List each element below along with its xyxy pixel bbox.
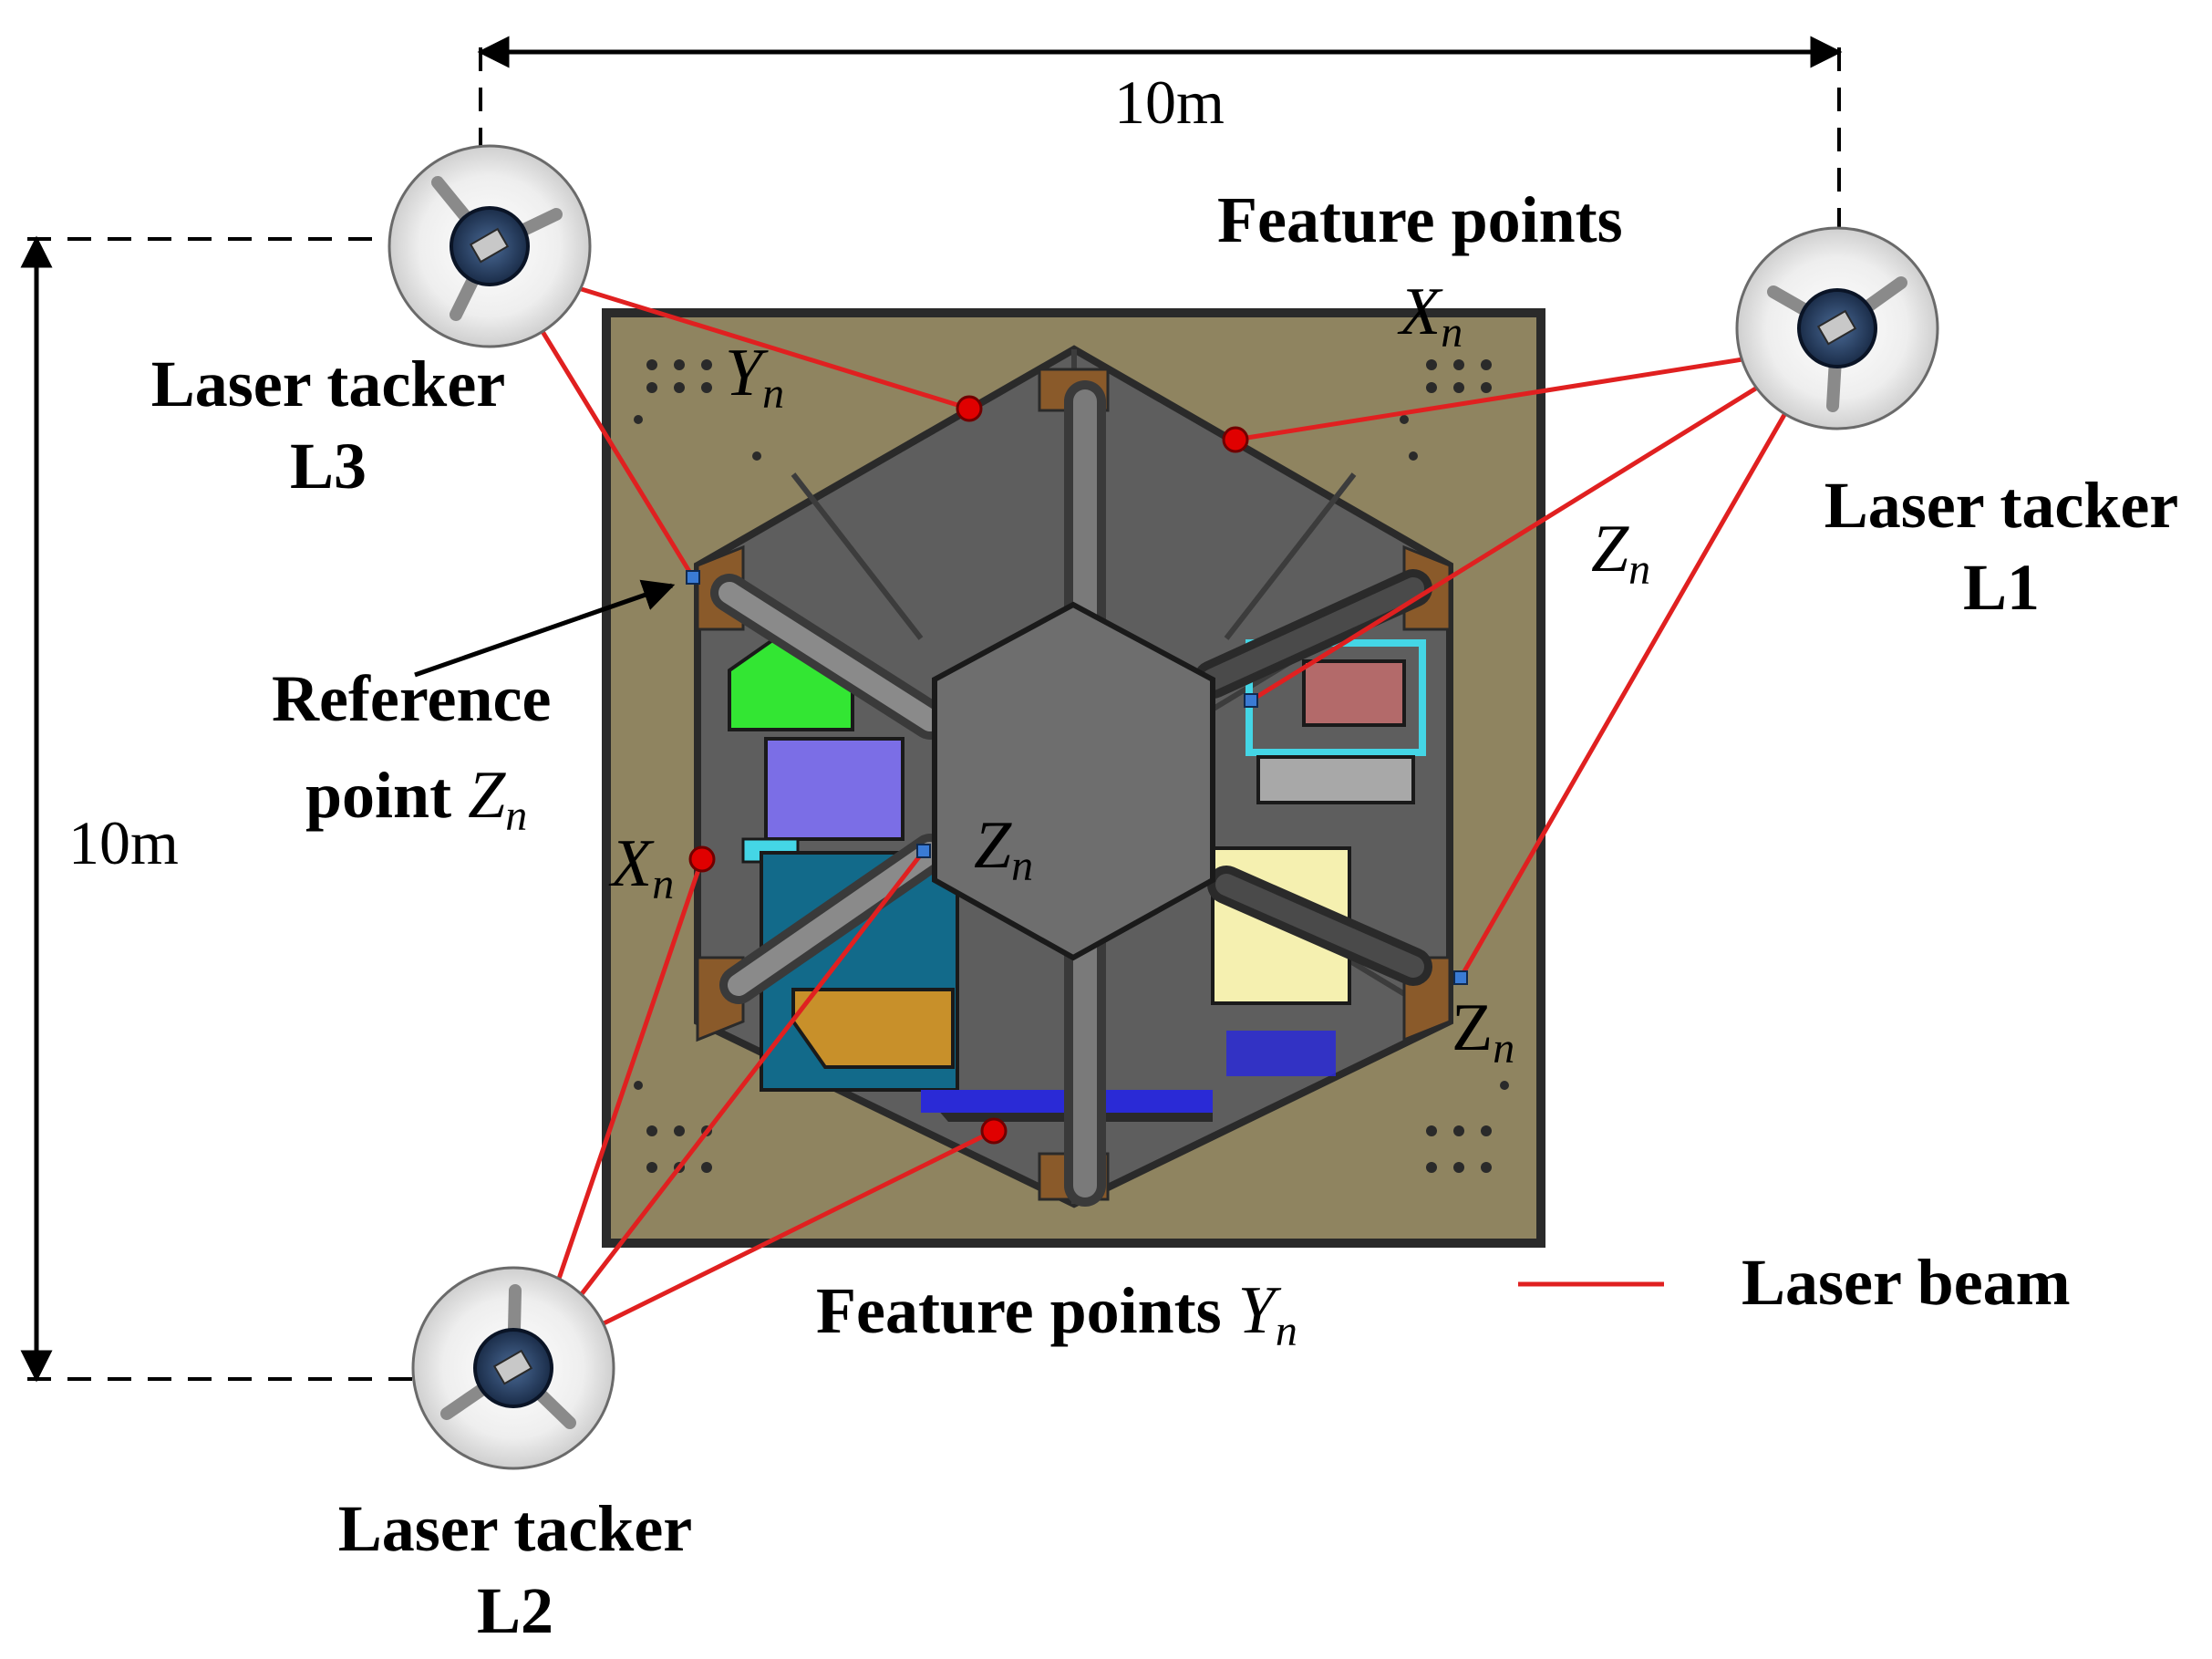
- reference-point-left: [686, 570, 700, 585]
- reference-point-label-line2: point Zn: [305, 758, 528, 840]
- legend-laser-beam-label: Laser beam: [1742, 1246, 2071, 1319]
- dimension-top: [477, 36, 1843, 321]
- tracker-l3-title: Laser tacker: [150, 347, 506, 420]
- spacecraft-body: [694, 345, 1453, 1208]
- reference-point-center: [916, 844, 931, 858]
- reference-points: [686, 570, 1468, 985]
- label-xn-left: Xn: [611, 826, 675, 908]
- feature-points-bottom-label: Feature points Yn: [816, 1273, 1297, 1355]
- feature-points-top-label: Feature points: [1217, 183, 1623, 256]
- tracker-l1-id: L1: [1962, 551, 2041, 624]
- laser-tracker-l1: [1735, 226, 1939, 430]
- tracker-l2-label: Laser tacker L2: [305, 1496, 725, 1643]
- rose-module: [1302, 659, 1406, 727]
- reference-arrow: [414, 579, 676, 678]
- feature-point-xn-top: [1222, 426, 1249, 453]
- purple-module: [764, 737, 904, 841]
- feature-points: [688, 395, 1249, 1145]
- tracker-l3-id: L3: [289, 430, 367, 503]
- reference-point-right: [1244, 693, 1258, 708]
- laser-tracker-l3: [388, 144, 592, 348]
- dimension-top-label: 10m: [1114, 67, 1225, 137]
- reference-point-lower-right: [1453, 970, 1468, 985]
- feature-point-yn-bottom: [980, 1117, 1008, 1145]
- dimension-left-label: 10m: [68, 808, 179, 877]
- tracker-l3-label: Laser tacker L3: [119, 351, 538, 499]
- tracker-l1-label: Laser tacker L1: [1792, 472, 2211, 620]
- reference-point-label-line1: Reference: [272, 662, 552, 735]
- tracker-l2-id: L2: [476, 1574, 554, 1647]
- label-zn-center: Zn: [974, 808, 1034, 890]
- feature-point-yn-top: [956, 395, 983, 422]
- label-zn-lower-right: Zn: [1452, 990, 1515, 1073]
- gold-module: [791, 988, 955, 1069]
- label-zn-right: Zn: [1591, 512, 1651, 594]
- label-yn-top: Yn: [725, 336, 785, 418]
- tracker-l1-title: Laser tacker: [1824, 469, 2179, 542]
- feature-points-top-symbol: Xn: [1400, 275, 1463, 357]
- laser-tracker-l2: [411, 1266, 615, 1470]
- central-hexagon: [932, 601, 1215, 961]
- tracker-l2-title: Laser tacker: [337, 1492, 693, 1565]
- laser-beams: [499, 262, 1826, 1362]
- feature-point-xn-left: [688, 845, 716, 873]
